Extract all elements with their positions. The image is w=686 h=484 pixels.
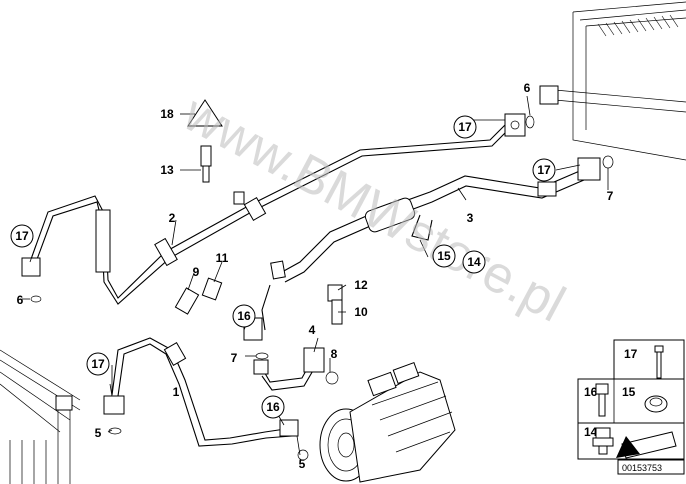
callout-12: 12 (354, 278, 368, 292)
callout-6a: 6 (17, 293, 24, 307)
legend-16: 16 (584, 385, 598, 399)
callout-4: 4 (309, 323, 316, 337)
callout-16a: 16 (237, 309, 251, 323)
condenser (539, 1, 686, 161)
circled-callouts: 17 17 17 17 16 16 15 14 (10, 115, 556, 419)
callout-circle-17b (86, 352, 110, 376)
leader-lines (22, 95, 609, 456)
callout-circle-17c (453, 115, 477, 139)
callout-7a: 7 (231, 351, 238, 365)
callout-1: 1 (173, 385, 180, 399)
pipe-3 (261, 157, 601, 331)
callout-2: 2 (169, 211, 176, 225)
callout-16b: 16 (266, 400, 280, 414)
callout-circle-16b (261, 395, 285, 419)
callout-9: 9 (193, 265, 200, 279)
callout-18: 18 (160, 107, 174, 121)
callout-13: 13 (160, 163, 174, 177)
callout-17c: 17 (458, 120, 472, 134)
legend-panel: 17 16 15 14 00153753 (577, 339, 685, 475)
callout-circle-17a (10, 224, 34, 248)
callout-17d: 17 (537, 163, 551, 177)
callout-circle-16a (232, 304, 256, 328)
callout-3: 3 (467, 211, 474, 225)
callout-17a: 17 (15, 229, 29, 243)
callout-6b: 6 (524, 81, 531, 95)
callout-circle-17d (532, 158, 556, 182)
radiator (0, 349, 81, 484)
callout-5a: 5 (95, 426, 102, 440)
callout-15: 15 (437, 249, 451, 263)
callout-11: 11 (216, 251, 229, 265)
callout-5b: 5 (299, 457, 306, 471)
diagram-code: 00153753 (622, 463, 662, 473)
callout-17b: 17 (91, 357, 105, 371)
callout-circle-15 (432, 244, 456, 268)
small-parts (30, 99, 614, 461)
ac-compressor (319, 362, 456, 483)
pipe-4 (243, 317, 339, 391)
legend-15: 15 (622, 385, 636, 399)
callout-10: 10 (354, 305, 368, 319)
pipe-1 (103, 337, 299, 447)
callout-8: 8 (331, 347, 338, 361)
pipe-2 (21, 113, 526, 305)
callout-14: 14 (467, 255, 481, 269)
callout-7b: 7 (607, 189, 614, 203)
callout-circle-14 (462, 250, 486, 274)
callouts: 1 2 3 4 5 6 6 7 7 8 9 10 11 12 13 18 5 (17, 81, 614, 471)
legend-14: 14 (584, 425, 598, 439)
legend-17: 17 (624, 347, 638, 361)
